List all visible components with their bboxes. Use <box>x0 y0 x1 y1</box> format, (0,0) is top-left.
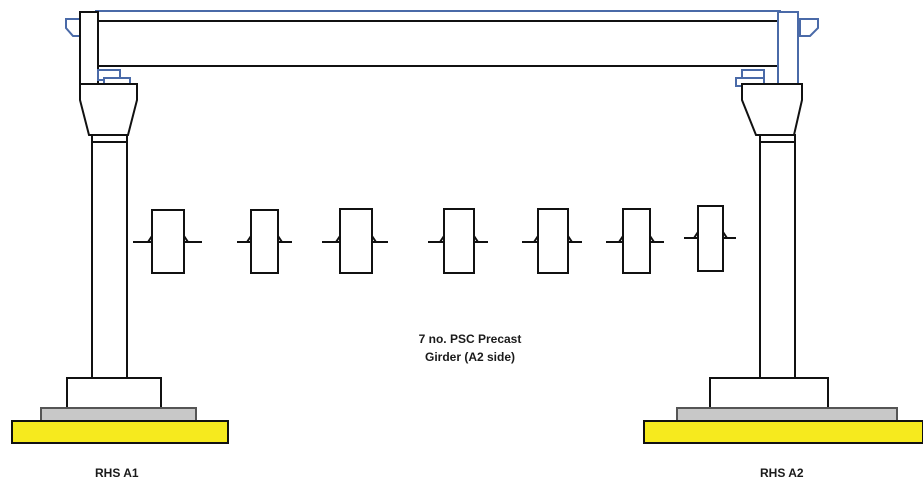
pier-right-pad <box>676 407 898 422</box>
girder-section <box>606 208 664 274</box>
girder-section <box>684 205 736 272</box>
deck-beam <box>95 10 781 67</box>
deck-top-strip <box>95 10 781 22</box>
girder-annotation-line2: Girder (A2 side) <box>424 350 516 364</box>
girder-section <box>237 209 292 274</box>
pier-left-pad <box>40 407 197 422</box>
pier-left-column <box>91 141 128 379</box>
pier-right-footing <box>643 420 923 444</box>
girder-section <box>322 208 388 274</box>
pier-left-neck <box>91 134 128 143</box>
girder-section <box>522 208 582 274</box>
pier-left-pedestal <box>66 377 162 409</box>
girder-section <box>428 208 488 274</box>
girder-section <box>133 209 202 274</box>
girder-annotation: 7 no. PSC Precast Girder (A2 side) <box>380 330 560 366</box>
girder-sections <box>133 205 736 274</box>
pier-left-footing <box>11 420 229 444</box>
support-label-a2: RHS A2 <box>760 466 804 480</box>
pier-left <box>11 83 229 444</box>
pier-right-column <box>759 141 796 379</box>
pier-right-pedestal <box>709 377 829 409</box>
pier-right-neck <box>759 134 796 143</box>
girder-annotation-line1: 7 no. PSC Precast <box>418 332 522 346</box>
right-end-bracket <box>735 11 819 87</box>
pier-right <box>643 83 923 444</box>
pier-left-cap <box>79 83 138 136</box>
deck-main-girder <box>95 20 779 67</box>
support-label-a1: RHS A1 <box>95 466 139 480</box>
pier-right-cap <box>741 83 803 136</box>
